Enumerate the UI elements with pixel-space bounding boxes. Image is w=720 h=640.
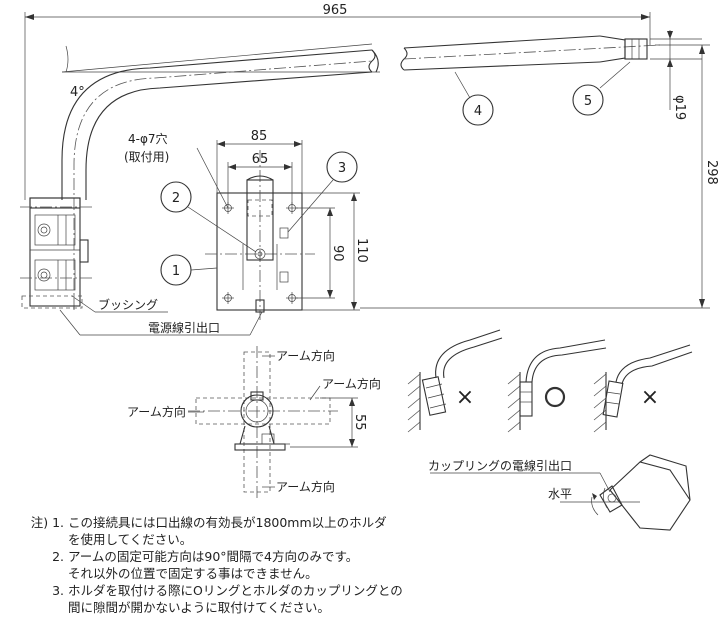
ng-mark-2: × <box>641 385 659 410</box>
hole-pitch-v-value: 90 <box>330 245 345 262</box>
note-line: それ以外の位置で固定する事はできません。 <box>68 566 318 581</box>
callout-5-label: 5 <box>584 94 592 109</box>
hole-pitch-h-value: 65 <box>252 152 269 167</box>
dimension-height: 298 <box>360 44 719 309</box>
note-prefix: 注) 1. <box>8 514 68 548</box>
arm-dir-label-bottom: アーム方向 <box>276 479 335 494</box>
note-body: ホルダを取付ける際にOリングとホルダのカップリングとの 間に隙間が開かないように… <box>68 582 428 616</box>
height-value: 298 <box>704 160 719 185</box>
dimension-overall-length: 965 <box>24 3 651 200</box>
note-prefix: 3. <box>8 582 68 616</box>
dimension-bracket-pitch: 55 <box>290 397 367 448</box>
callout-2: 2 <box>160 181 257 253</box>
mounting-plate <box>205 150 315 320</box>
bracket-pitch-value: 55 <box>352 414 367 431</box>
arm-dir-label-top: アーム方向 <box>276 348 335 363</box>
cable-outlet-label: 電源線引出口 <box>148 320 220 335</box>
cable-outlet-label-group: 電源線引出口 <box>59 309 263 336</box>
dimension-hole-pitch-vertical: 90 <box>296 207 345 299</box>
note-body: この接続具には口出線の有効長が1800mm以上のホルダ を使用してください。 <box>68 514 428 548</box>
callout-2-label: 2 <box>172 191 180 206</box>
dimension-hole-pitch-horizontal: 65 <box>227 152 293 204</box>
note-line: アームの固定可能方向は90°間隔で4方向のみです。 <box>68 549 359 564</box>
side-clamp <box>20 197 95 309</box>
holes-label: 4-φ7穴 <box>128 131 168 146</box>
callout-3-label: 3 <box>338 161 346 176</box>
plate-height-value: 110 <box>354 238 369 263</box>
orientation-example-ok <box>507 339 607 433</box>
arm-dir-label-right: アーム方向 <box>322 376 381 391</box>
callout-4: 4 <box>454 71 494 126</box>
orientation-example-ng-1: × <box>407 329 503 433</box>
bushing-label-group: ブッシング <box>71 295 168 313</box>
callout-5: 5 <box>572 61 631 116</box>
arm-pipe <box>61 35 661 310</box>
note-number: 2. <box>52 549 64 564</box>
holder-detail: 水平 カップリングの電線引出口 <box>428 454 691 531</box>
note-item-3: 3. ホルダを取付ける際にOリングとホルダのカップリングとの 間に隙間が開かない… <box>8 582 428 616</box>
arm-direction-labels: アーム方向 アーム方向 アーム方向 アーム方向 <box>127 348 381 494</box>
callout-3: 3 <box>287 151 358 233</box>
notes-block: 注) 1. この接続具には口出線の有効長が1800mm以上のホルダ を使用してく… <box>8 514 428 616</box>
horizontal-label: 水平 <box>548 487 572 501</box>
coupling-outlet-label: カップリングの電線引出口 <box>428 458 572 473</box>
callout-4-label: 4 <box>474 104 482 119</box>
note-body: アームの固定可能方向は90°間隔で4方向のみです。 それ以外の位置で固定する事は… <box>68 548 428 582</box>
arm-direction-view <box>188 346 338 498</box>
angle-value: 4° <box>70 85 85 100</box>
note-item-1: 注) 1. この接続具には口出線の有効長が1800mm以上のホルダ を使用してく… <box>8 514 428 548</box>
holes-label-group: 4-φ7穴 (取付用) <box>124 131 229 209</box>
note-line: 間に隙間が開かないように取付けてください。 <box>68 600 330 615</box>
note-prefix: 2. <box>8 548 68 582</box>
note-number: 1. <box>52 515 64 530</box>
dimension-pipe-diameter: φ19 <box>650 30 702 120</box>
note-line: を使用してください。 <box>68 532 193 547</box>
callout-1-label: 1 <box>172 264 180 279</box>
ng-mark-1: × <box>456 385 474 410</box>
dimension-plate-width: 85 <box>216 129 303 193</box>
plate-width-value: 85 <box>251 129 268 144</box>
bushing-label: ブッシング <box>98 297 158 312</box>
arm-dir-label-left: アーム方向 <box>127 404 186 419</box>
note-item-2: 2. アームの固定可能方向は90°間隔で4方向のみです。 それ以外の位置で固定す… <box>8 548 428 582</box>
dimension-angle: 4° <box>61 43 380 100</box>
note-line: ホルダを取付ける際にOリングとホルダのカップリングとの <box>68 583 403 598</box>
note-line: この接続具には口出線の有効長が1800mm以上のホルダ <box>68 515 387 530</box>
note-prefix-text: 注) <box>30 515 49 530</box>
overall-length-value: 965 <box>323 3 348 18</box>
orientation-example-ng-2: × <box>593 344 693 433</box>
callout-1: 1 <box>160 254 218 286</box>
pipe-diameter-value: φ19 <box>672 95 687 120</box>
note-number: 3. <box>52 583 64 598</box>
holes-note-label: (取付用) <box>124 150 169 164</box>
dimension-plate-height: 110 <box>302 192 369 311</box>
